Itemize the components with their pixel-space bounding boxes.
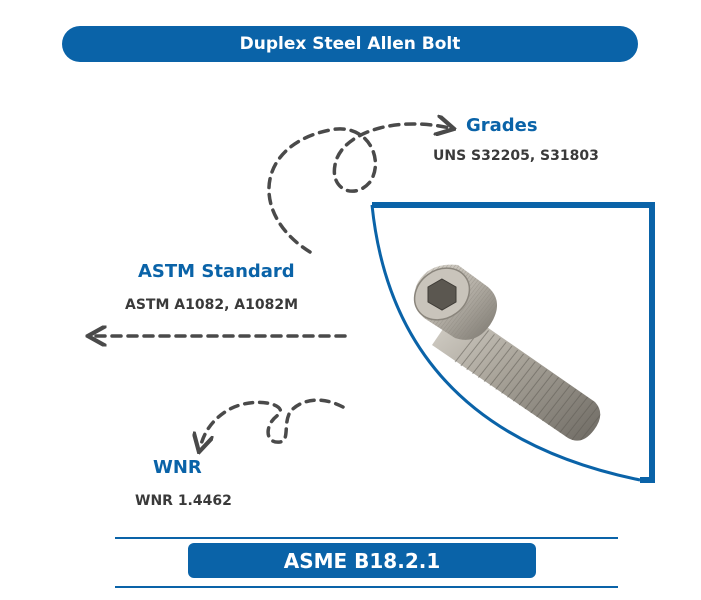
grades-title: Grades (466, 115, 538, 136)
divider-top (115, 537, 618, 539)
bolt-icon (413, 264, 601, 441)
frame-line (372, 202, 655, 483)
page-title: Duplex Steel Allen Bolt (62, 26, 638, 62)
standard-badge: ASME B18.2.1 (188, 543, 536, 578)
astm-value: ASTM A1082, A1082M (125, 297, 298, 313)
astm-title: ASTM Standard (138, 261, 295, 282)
wnr-value: WNR 1.4462 (135, 493, 232, 509)
divider-bottom (115, 586, 618, 588)
wnr-title: WNR (153, 457, 202, 478)
grades-arrow (267, 124, 450, 254)
wnr-arrow (200, 398, 345, 448)
grades-value: UNS S32205, S31803 (433, 148, 599, 164)
frame-arc (370, 204, 641, 482)
